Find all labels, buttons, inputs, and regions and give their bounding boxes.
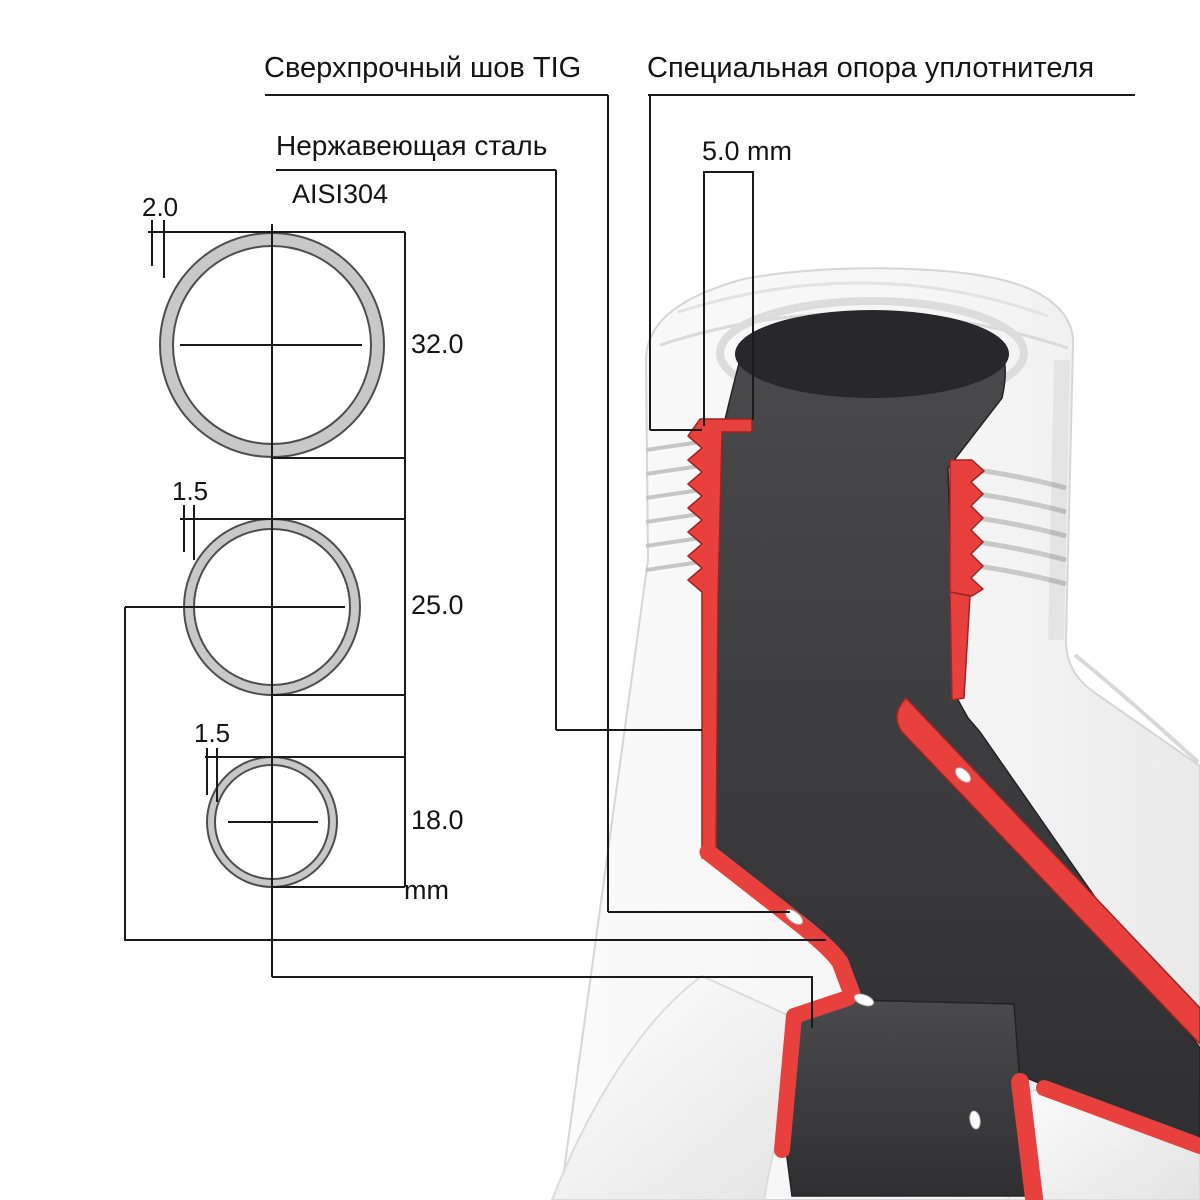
weld-bead-icon bbox=[853, 993, 875, 1007]
dim-circle-25 bbox=[125, 505, 405, 696]
annotation-lines bbox=[124, 94, 1135, 1028]
cut-faces bbox=[687, 418, 1200, 1045]
cut-branch-top bbox=[896, 697, 1200, 1045]
cut-port-right-band bbox=[1011, 1073, 1043, 1200]
leader-25-to-branch bbox=[124, 607, 826, 941]
fitting-render bbox=[550, 267, 1200, 1200]
label-unit: mm bbox=[404, 875, 449, 905]
label-alloy: AISI304 bbox=[292, 179, 389, 209]
leader-18-to-port bbox=[272, 976, 813, 1028]
cut-branch-bottom-band bbox=[1036, 1080, 1200, 1154]
label-tig-seam: Сверхпрочный шов TIG bbox=[264, 52, 582, 84]
thread-ridges bbox=[645, 281, 1200, 764]
port-interior bbox=[785, 999, 1029, 1197]
weld-bead-icon bbox=[955, 767, 971, 783]
cut-right-threads bbox=[949, 459, 985, 597]
dim-circle-32 bbox=[148, 220, 405, 459]
label-diameter-18: 18.0 bbox=[411, 805, 464, 835]
label-wall-32: 2.0 bbox=[142, 192, 179, 222]
label-seal-width: 5.0 mm bbox=[702, 136, 793, 166]
top-opening bbox=[735, 310, 1009, 398]
label-wall-25: 1.5 bbox=[172, 476, 209, 506]
leader-seal-support bbox=[648, 94, 1135, 431]
label-material: Нержавеющая сталь bbox=[276, 130, 548, 161]
label-seal-support: Специальная опора уплотнителя bbox=[647, 52, 1095, 84]
weld-bead-icon bbox=[785, 909, 803, 925]
leader-stainless bbox=[276, 169, 702, 731]
cut-left-wall bbox=[687, 418, 753, 859]
label-wall-18: 1.5 bbox=[194, 718, 231, 748]
dim-seal-width bbox=[703, 171, 754, 426]
dim-circle-18 bbox=[205, 748, 405, 888]
cut-right-wall bbox=[949, 591, 971, 701]
weld-beads bbox=[785, 767, 981, 1130]
cut-port-left-band bbox=[774, 990, 856, 1158]
weld-bead-icon bbox=[969, 1110, 981, 1130]
label-diameter-25: 25.0 bbox=[411, 590, 464, 620]
leader-tig-seam bbox=[265, 94, 790, 913]
label-diameter-32: 32.0 bbox=[411, 329, 464, 359]
